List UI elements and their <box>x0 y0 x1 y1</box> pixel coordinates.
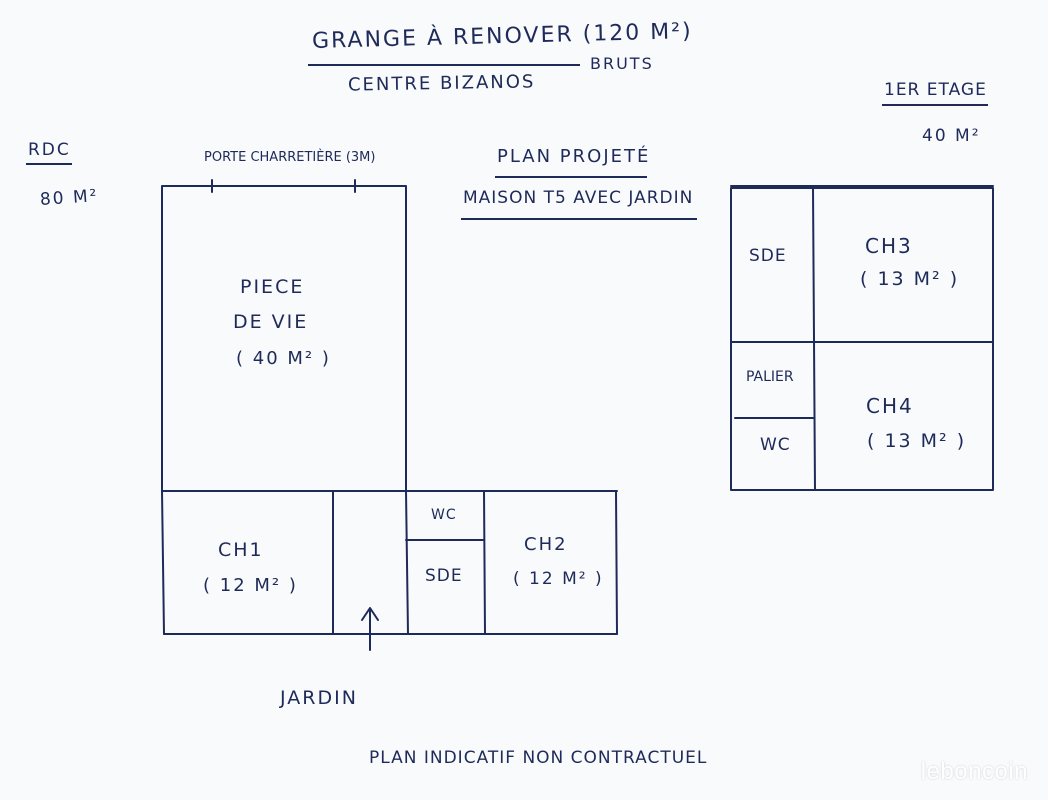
ground-floor-label: RDC <box>28 140 71 160</box>
first-floor-label-underline <box>882 104 988 106</box>
plan-label-title: PLAN PROJETÉ <box>497 146 651 167</box>
ground-sde-label: SDE <box>425 566 463 586</box>
living-room-area: ( 40 M² ) <box>236 348 331 369</box>
first-floor-walls <box>730 187 994 491</box>
living-room-name-line1: PIECE <box>240 276 305 298</box>
ch1-area: ( 12 M² ) <box>203 575 298 596</box>
first-floor-inner-vertical-wall <box>812 187 816 491</box>
ch2-name: CH2 <box>524 534 568 555</box>
plan-label-title-underline <box>495 176 647 178</box>
garden-label: JARDIN <box>280 687 358 709</box>
ch3-name: CH3 <box>865 234 913 258</box>
ch2-area: ( 12 M² ) <box>513 569 604 589</box>
living-room-name-line2: DE VIE <box>233 311 309 333</box>
plan-label-subtitle-underline <box>461 218 697 220</box>
lower-rooms-right-wall <box>615 490 618 635</box>
carriage-door-label: PORTE CHARRETIÈRE (3M) <box>204 150 376 165</box>
upper-sde-label: SDE <box>749 246 787 266</box>
ground-wc-label: WC <box>431 507 457 523</box>
garden-arrow-head <box>361 607 379 621</box>
lower-rooms-left-wall <box>161 490 165 635</box>
plan-label-subtitle: MAISON T5 AVEC JARDIN <box>463 188 694 208</box>
corridor-sde-wall <box>405 490 409 635</box>
ch4-area: ( 13 M² ) <box>867 430 967 452</box>
palier-label: PALIER <box>746 369 794 385</box>
leboncoin-watermark: leboncoin <box>920 758 1028 785</box>
first-floor-label: 1ER ETAGE <box>884 80 987 100</box>
title-underline <box>308 64 580 66</box>
wc-ch2-wall <box>483 490 486 635</box>
living-room-walls <box>161 185 407 492</box>
project-title-suffix: BRUTS <box>590 54 654 73</box>
disclaimer-note: PLAN INDICATIF NON CONTRACTUEL <box>369 748 708 768</box>
first-floor-area: 40 M² <box>922 126 981 146</box>
ch4-name: CH4 <box>866 394 914 418</box>
upper-wc-label: WC <box>760 435 791 455</box>
ground-floor-label-underline <box>26 163 72 165</box>
ch3-area: ( 13 M² ) <box>860 268 960 290</box>
ch1-name: CH1 <box>218 539 264 561</box>
